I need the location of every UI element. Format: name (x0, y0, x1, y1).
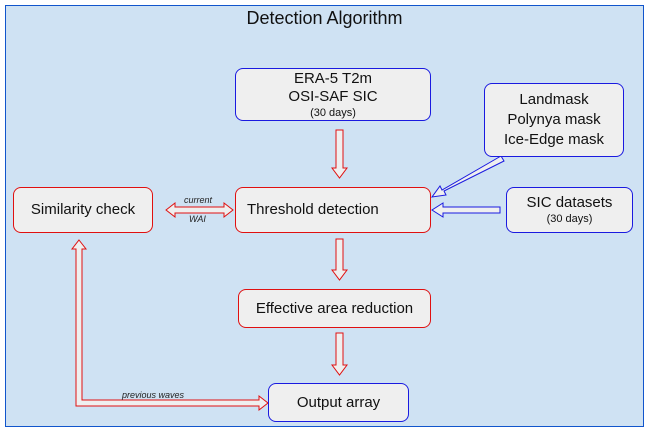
node-output-label: Output array (296, 393, 381, 411)
node-era5-line2: OSI-SAF SIC (288, 87, 378, 105)
node-output-array[interactable]: Output array (268, 383, 409, 422)
node-sic-sub: (30 days) (546, 213, 593, 225)
node-masks-line1: Landmask (519, 91, 589, 108)
arrow-threshold-to-effective (331, 238, 348, 281)
arrow-similarity-threshold (165, 201, 234, 219)
node-threshold-detection[interactable]: Threshold detection (235, 187, 431, 233)
node-masks-input[interactable]: Landmask Polynya mask Ice-Edge mask (484, 83, 624, 157)
node-masks-line2: Polynya mask (507, 111, 601, 128)
node-era5-sub: (30 days) (310, 106, 356, 119)
label-wai: WAI (189, 214, 206, 224)
node-masks-line3: Ice-Edge mask (503, 131, 605, 148)
arrow-masks-to-threshold (430, 155, 505, 198)
node-era5-line1: ERA-5 T2m (293, 69, 373, 87)
node-sic-input[interactable]: SIC datasets (30 days) (506, 187, 633, 233)
node-sic-line1: SIC datasets (526, 194, 613, 211)
arrow-sic-to-threshold (431, 202, 501, 218)
node-similarity-check[interactable]: Similarity check (13, 187, 153, 233)
arrow-output-similarity (70, 239, 269, 412)
node-effective-area-reduction[interactable]: Effective area reduction (238, 289, 431, 328)
node-era5-input[interactable]: ERA-5 T2m OSI-SAF SIC (30 days) (235, 68, 431, 121)
node-effective-label: Effective area reduction (255, 299, 414, 317)
label-current: current (184, 195, 213, 205)
node-threshold-label: Threshold detection (247, 201, 379, 218)
arrow-effective-to-output (331, 332, 348, 376)
arrow-era5-to-threshold (331, 129, 348, 179)
node-similarity-label: Similarity check (30, 201, 136, 218)
diagram-title: Detection Algorithm (246, 8, 403, 28)
label-previous-waves: previous waves (122, 390, 185, 400)
